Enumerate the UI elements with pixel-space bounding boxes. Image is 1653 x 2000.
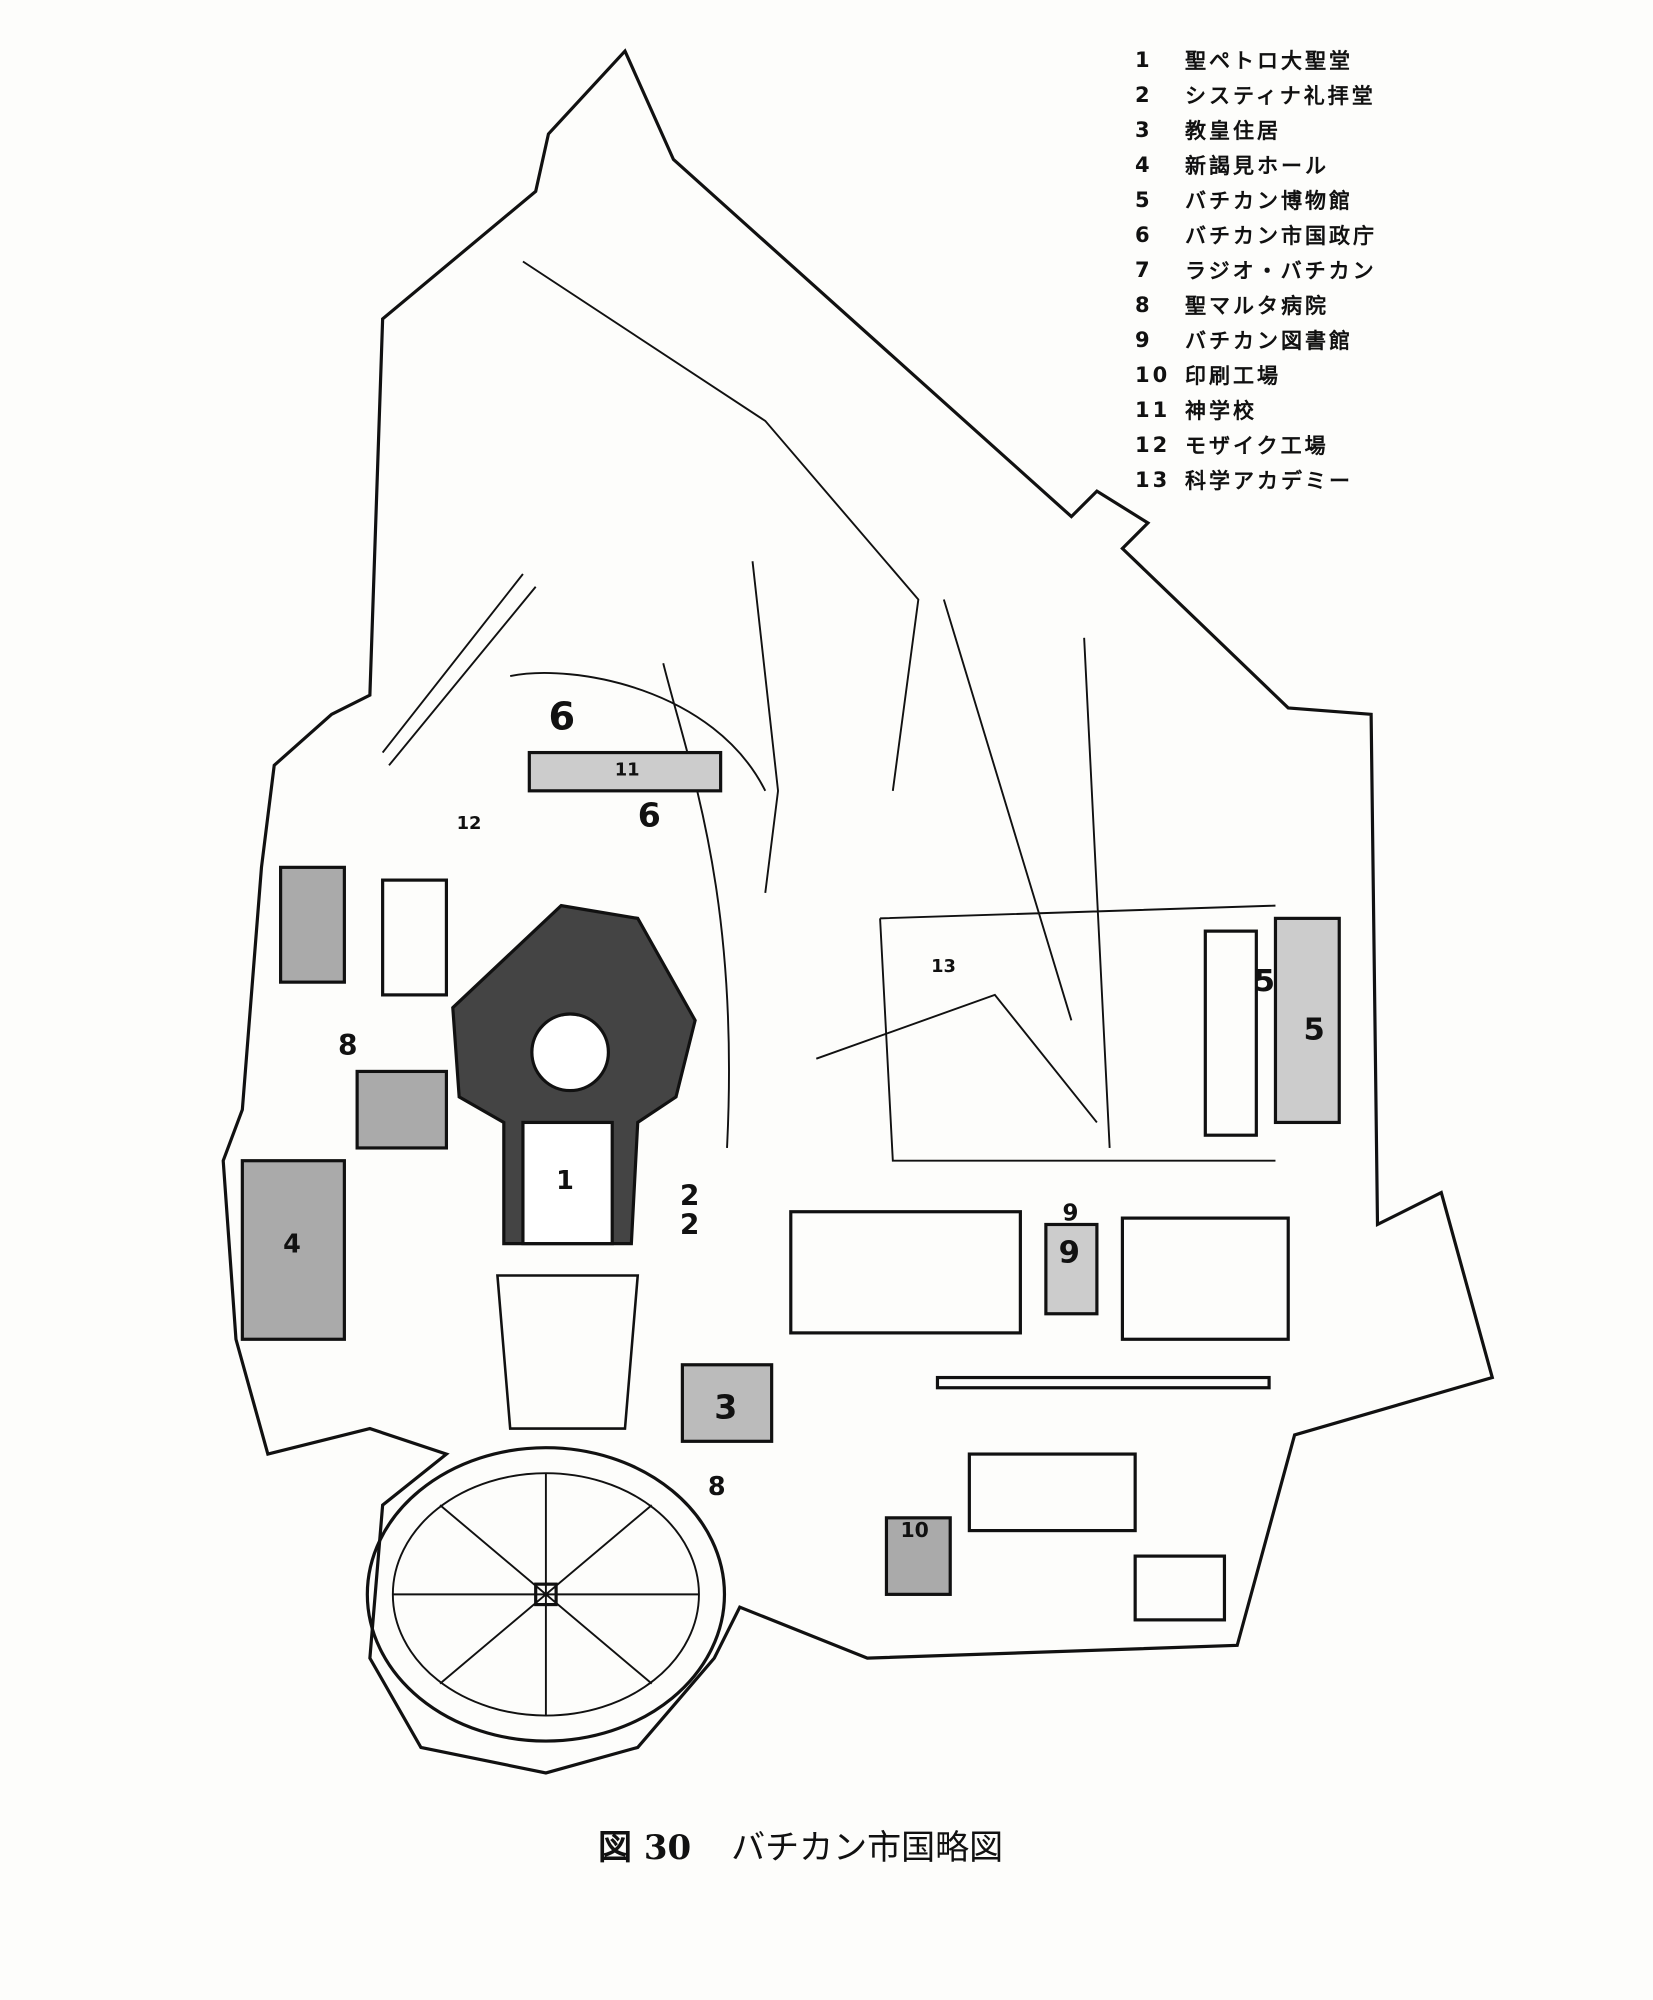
legend-item: 5 バチカン博物館 — [1135, 182, 1377, 217]
legend-item: 4 新謁見ホール — [1135, 147, 1377, 182]
figure-number: 図 30 — [598, 1828, 692, 1868]
legend-number: 12 — [1135, 432, 1171, 457]
legend-number: 6 — [1135, 222, 1153, 247]
map-label-11: 11 — [615, 760, 640, 781]
map-label-1: 1 — [556, 1166, 574, 1196]
map-label-2: 2 — [680, 1179, 700, 1212]
garden-paths — [509, 260, 1276, 1162]
map-label-4: 4 — [283, 1230, 301, 1260]
legend-item: 9 バチカン図書館 — [1135, 322, 1377, 357]
legend-item: 6 バチカン市国政庁 — [1135, 217, 1377, 252]
legend-label: バチカン博物館 — [1185, 188, 1353, 213]
legend-number: 2 — [1135, 82, 1153, 107]
legend-label: バチカン図書館 — [1185, 328, 1353, 353]
legend-number: 9 — [1135, 327, 1153, 352]
map-label-2: 2 — [680, 1209, 700, 1242]
legend-number: 4 — [1135, 152, 1153, 177]
legend-number: 10 — [1135, 362, 1171, 387]
map-label-5: 5 — [1304, 1013, 1325, 1048]
map-label-8: 8 — [338, 1029, 358, 1062]
legend-item: 3 教皇住居 — [1135, 112, 1377, 147]
map-label-10: 10 — [900, 1518, 928, 1542]
figure-title: バチカン市国略図 — [731, 1828, 1004, 1868]
legend-item: 13 科学アカデミー — [1135, 462, 1377, 497]
map-label-6: 6 — [638, 796, 661, 835]
city-boundary — [221, 48, 1495, 1775]
st-peters-square — [365, 1446, 727, 1743]
legend-item: 2 システィナ礼拝堂 — [1135, 77, 1377, 112]
map-label-6: 6 — [548, 695, 575, 740]
legend-number: 13 — [1135, 467, 1171, 492]
legend-number: 7 — [1135, 257, 1153, 282]
legend-number: 5 — [1135, 187, 1153, 212]
legend-label: 神学校 — [1185, 398, 1257, 423]
legend-label: 聖マルタ病院 — [1185, 293, 1329, 318]
legend-label: ラジオ・バチカン — [1185, 258, 1377, 283]
legend-label: システィナ礼拝堂 — [1185, 83, 1376, 108]
legend-item: 10 印刷工場 — [1135, 357, 1377, 392]
legend-number: 8 — [1135, 292, 1153, 317]
map-label-9: 9 — [1062, 1201, 1078, 1227]
legend-number: 3 — [1135, 117, 1153, 142]
map-label-9: 9 — [1059, 1236, 1080, 1271]
map-legend: 1 聖ペトロ大聖堂 2 システィナ礼拝堂 3 教皇住居 4 新謁見ホール 5 バチカン博物館 6 バチ… — [1135, 42, 1377, 497]
legend-item: 7 ラジオ・バチカン — [1135, 252, 1377, 287]
legend-item: 1 聖ペトロ大聖堂 — [1135, 42, 1377, 77]
map-label-3: 3 — [714, 1387, 737, 1426]
legend-label: 新謁見ホール — [1185, 153, 1329, 178]
figure-caption: 図 30 バチカン市国略図 — [598, 1820, 1003, 1869]
map-label-5: 5 — [1254, 964, 1275, 999]
legend-item: 8 聖マルタ病院 — [1135, 287, 1377, 322]
map-label-13: 13 — [931, 956, 956, 977]
legend-item: 11 神学校 — [1135, 392, 1377, 427]
map-label-8: 8 — [708, 1472, 726, 1502]
legend-label: モザイク工場 — [1185, 433, 1329, 458]
legend-label: 印刷工場 — [1185, 363, 1281, 388]
legend-label: 聖ペトロ大聖堂 — [1185, 48, 1353, 73]
legend-item: 12 モザイク工場 — [1135, 427, 1377, 462]
legend-label: バチカン市国政庁 — [1185, 223, 1377, 248]
map-label-12: 12 — [457, 813, 482, 834]
legend-label: 教皇住居 — [1185, 118, 1281, 143]
legend-number: 11 — [1135, 397, 1171, 422]
legend-number: 1 — [1135, 47, 1153, 72]
legend-label: 科学アカデミー — [1185, 468, 1353, 493]
